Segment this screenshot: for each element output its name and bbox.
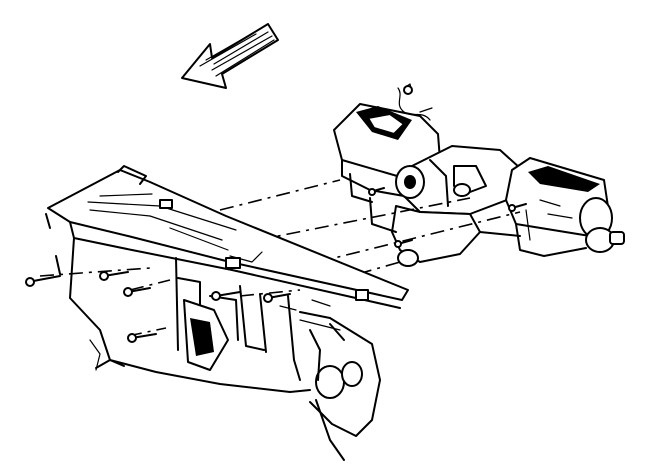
bolt-icon [394,239,413,248]
bolt-icon [123,287,151,297]
bolt-icon [508,203,527,212]
bolt-icon [127,333,157,343]
cowl-panel [45,165,409,461]
bolt-icon [99,271,129,281]
bolt-icon [211,291,241,301]
fasteners [25,187,527,343]
bolt-icon [263,293,291,303]
direction-arrow [181,23,279,89]
bolt-icon [25,275,61,287]
bolt-icon [368,187,385,196]
hvac-module [333,83,625,267]
